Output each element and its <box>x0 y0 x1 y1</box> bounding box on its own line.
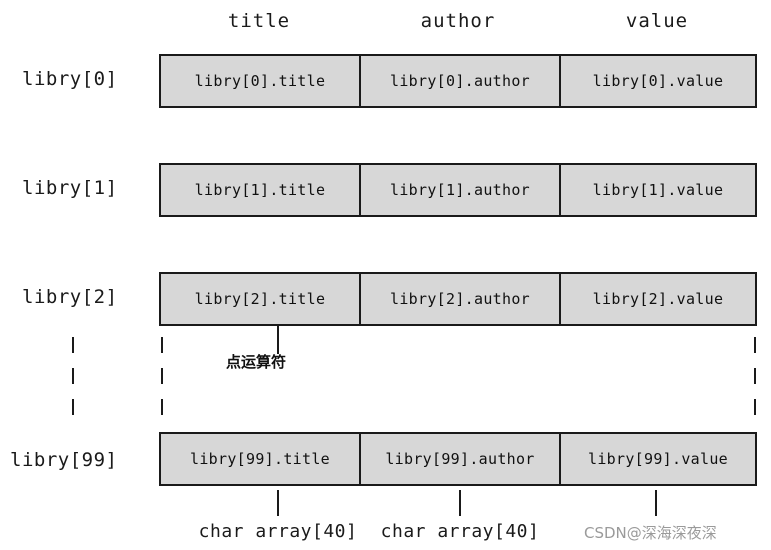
cell-libry-0-title: libry[0].title <box>194 72 326 90</box>
cell-libry-1-title: libry[1].title <box>194 181 326 199</box>
dash-mark <box>72 399 74 415</box>
row-box-libry-99: libry[99].title libry[99].author libry[9… <box>159 432 757 486</box>
cell-libry-2-author: libry[2].author <box>359 274 559 324</box>
dot-operator-label: 点运算符 <box>226 353 287 371</box>
dash-mark <box>754 337 756 353</box>
ellipsis-left-edge <box>161 337 163 415</box>
cell-libry-1-value: libry[1].value <box>559 165 755 215</box>
cell-libry-99-value: libry[99].value <box>559 434 755 484</box>
cell-libry-0-value: libry[0].value <box>559 56 755 106</box>
dot-operator-leader <box>277 326 279 354</box>
cell-libry-2-value: libry[2].value <box>559 274 755 324</box>
dash-mark <box>161 368 163 384</box>
row-box-libry-2: libry[2].title libry[2].author libry[2].… <box>159 272 757 326</box>
column-header-title: title <box>227 10 291 32</box>
row-label-libry-2: libry[2] <box>22 286 118 308</box>
column-header-value: value <box>625 10 689 32</box>
cell-libry-99-author: libry[99].author <box>359 434 559 484</box>
row-box-libry-1: libry[1].title libry[1].author libry[1].… <box>159 163 757 217</box>
footer-leader-value <box>655 490 657 516</box>
dash-mark <box>754 368 756 384</box>
cell-libry-2-title: libry[2].title <box>194 290 326 308</box>
row-label-libry-1: libry[1] <box>22 177 118 199</box>
dash-mark <box>161 337 163 353</box>
ellipsis-row-label <box>72 337 74 415</box>
footer-note-author: char array[40] <box>380 521 540 542</box>
cell-libry-1-author: libry[1].author <box>359 165 559 215</box>
ellipsis-right-edge <box>754 337 756 415</box>
dash-mark <box>754 399 756 415</box>
column-header-author: author <box>420 10 496 32</box>
dash-mark <box>72 337 74 353</box>
footer-note-title: char array[40] <box>198 521 358 542</box>
footer-leader-author <box>459 490 461 516</box>
row-label-libry-0: libry[0] <box>22 68 118 90</box>
row-label-libry-99: libry[99] <box>10 449 118 471</box>
footer-leader-title <box>277 490 279 516</box>
cell-libry-0-author: libry[0].author <box>359 56 559 106</box>
watermark: CSDN@深海深夜深 <box>584 524 717 542</box>
cell-libry-99-title: libry[99].title <box>190 450 330 468</box>
dash-mark <box>161 399 163 415</box>
row-box-libry-0: libry[0].title libry[0].author libry[0].… <box>159 54 757 108</box>
dash-mark <box>72 368 74 384</box>
